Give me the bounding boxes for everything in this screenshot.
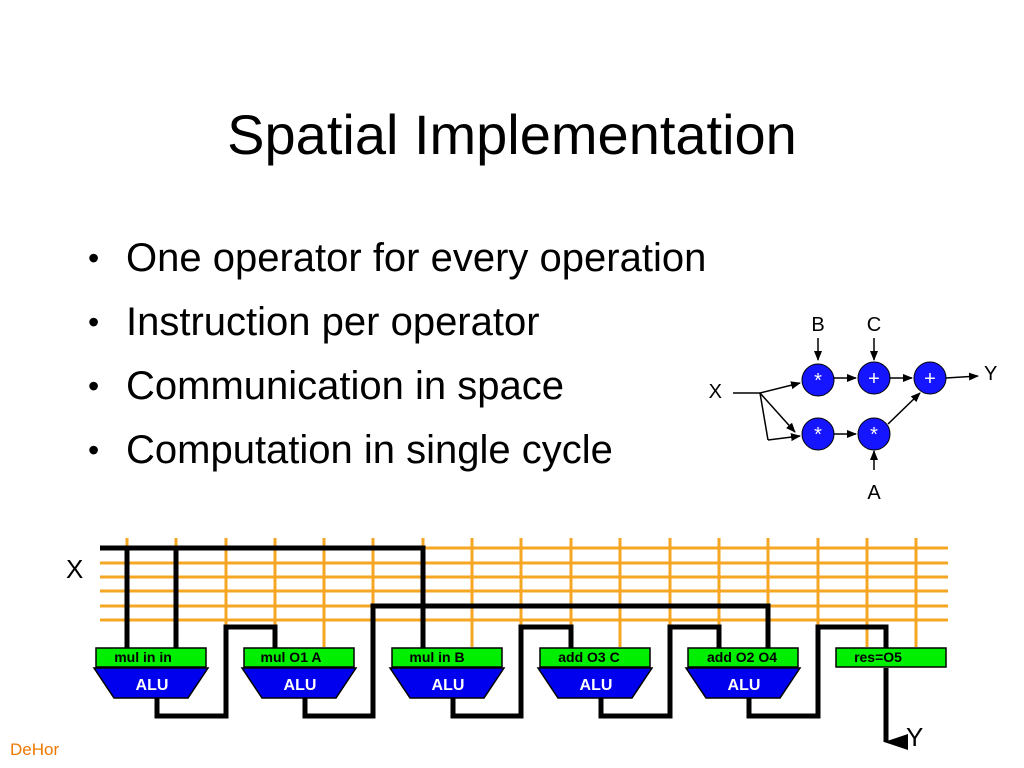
instr-box-5: add O2 O4: [687, 647, 799, 668]
alu-4: ALU: [536, 667, 654, 699]
edge-x-down-c: [767, 433, 801, 442]
array-input-x: X: [66, 554, 83, 584]
bullet-text: One operator for every operation: [126, 236, 707, 280]
instr-box-1: mul in in: [95, 647, 207, 668]
edge-x-to-mul1: [759, 381, 801, 394]
instr-text: add O2 O4: [707, 649, 777, 665]
bullet-item: • Computation in single cycle: [88, 418, 706, 482]
op-node-add-1: +: [857, 361, 891, 395]
slide-title: Spatial Implementation: [227, 103, 797, 166]
alu-label: ALU: [580, 677, 613, 694]
edge-x-down-b: [759, 392, 769, 441]
bullet-icon: •: [88, 368, 100, 404]
op-symbol: +: [868, 368, 880, 390]
instr-box-2: mul O1 A: [243, 647, 355, 668]
bullet-text: Instruction per operator: [126, 300, 540, 344]
instr-box-6: res=O5: [835, 647, 947, 668]
alu-label: ALU: [728, 677, 761, 694]
graph-output-y: Y: [984, 363, 997, 385]
graph-input-a: A: [867, 482, 881, 504]
wire-alu3-out: [450, 624, 574, 719]
wire-alu2-out: [302, 603, 771, 719]
bullet-icon: •: [88, 432, 100, 468]
op-symbol: +: [924, 368, 936, 390]
alu-5: ALU: [684, 667, 802, 699]
bullet-list: • One operator for every operation • Instr…: [88, 226, 706, 482]
wire-alu5-out: [746, 624, 889, 719]
instr-text: mul in in: [114, 649, 172, 665]
instr-text: mul in B: [409, 649, 464, 665]
bullet-icon: •: [88, 240, 100, 276]
instr-text: res=O5: [854, 649, 902, 665]
alu-label: ALU: [284, 677, 317, 694]
graph-input-c: C: [867, 314, 881, 336]
edge-add2-y: [945, 372, 979, 381]
op-symbol: *: [870, 424, 878, 446]
bullet-icon: •: [88, 304, 100, 340]
bullet-text: Computation in single cycle: [126, 428, 613, 472]
op-symbol: *: [814, 424, 822, 446]
instr-text: mul O1 A: [261, 649, 322, 665]
instr-box-4: add O3 C: [539, 647, 651, 668]
op-node-mul-1: *: [801, 363, 835, 397]
op-node-mul-2: *: [801, 417, 835, 451]
op-node-add-2: +: [913, 361, 947, 395]
graph-input-x: X: [709, 381, 722, 403]
bullet-item: • Communication in space: [88, 354, 706, 418]
array-output-y: Y: [906, 722, 923, 752]
alu-1: ALU: [92, 667, 210, 699]
graph-input-b: B: [811, 314, 824, 336]
bullet-text: Communication in space: [126, 364, 564, 408]
alu-2: ALU: [240, 667, 358, 699]
instr-text: add O3 C: [558, 649, 619, 665]
wire-alu4-out: [598, 624, 722, 719]
bullet-item: • Instruction per operator: [88, 290, 706, 354]
footer-author: DeHor: [10, 740, 60, 759]
routed-wires: [100, 545, 908, 750]
op-symbol: *: [814, 370, 822, 392]
alu-label: ALU: [432, 677, 465, 694]
instr-box-3: mul in B: [391, 647, 503, 668]
alu-3: ALU: [388, 667, 506, 699]
edge-mul3-add2: [887, 392, 921, 425]
op-node-mul-3: *: [857, 417, 891, 451]
bullet-item: • One operator for every operation: [88, 226, 706, 290]
wire-alu1-out: [154, 624, 278, 719]
graph-edges: [733, 338, 979, 470]
edge-x-down-a: [759, 392, 796, 433]
alu-label: ALU: [136, 677, 169, 694]
wire-x-bus: [100, 545, 426, 648]
